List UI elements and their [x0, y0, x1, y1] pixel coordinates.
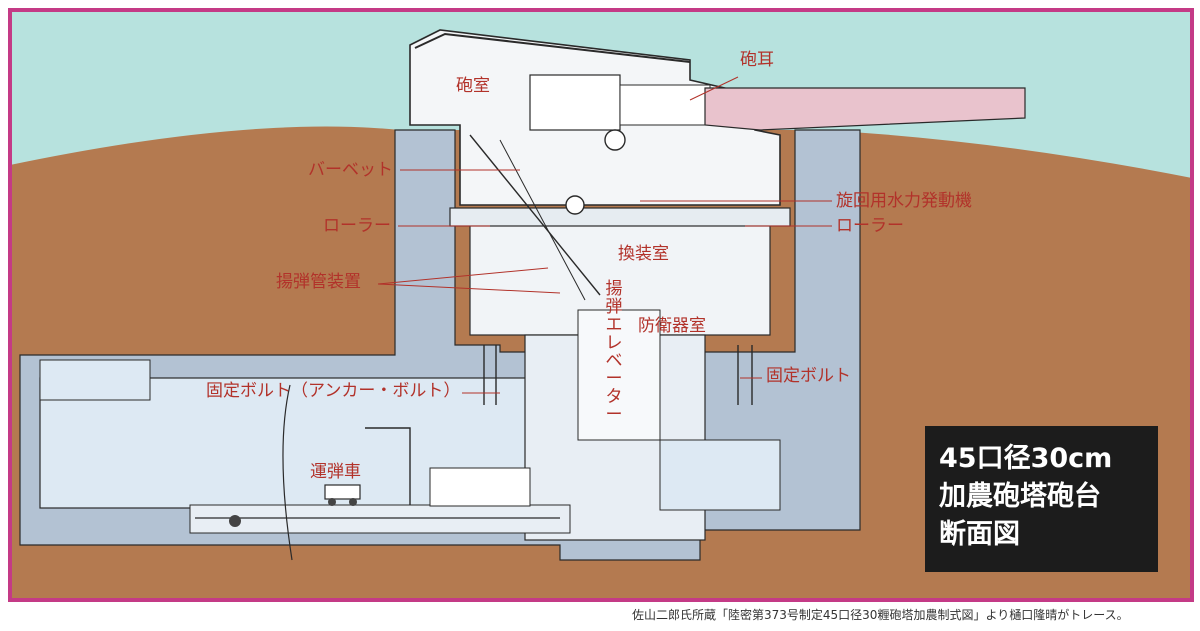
elevator-car: [577, 309, 661, 441]
breech: [529, 74, 621, 131]
turret-roof: [414, 32, 691, 63]
traverse-engine-wheel: [565, 195, 585, 215]
label-ammo-cart: 運弾車: [310, 462, 361, 482]
label-traverse-engine: 旋回用水力発動機: [836, 191, 972, 211]
label-trunnion: 砲耳: [740, 50, 774, 70]
label-loading-room: 換装室: [618, 244, 669, 264]
label-roller-left: ローラー: [323, 216, 391, 236]
rail-wheel: [229, 515, 241, 527]
source-caption: 佐山二郎氏所蔵「陸密第373号制定45口径30糎砲塔加農制式図」より樋口隆晴がト…: [632, 608, 1129, 622]
label-defense-room: 防衛器室: [638, 316, 706, 336]
title-line-1: 45口径30cm: [939, 443, 1113, 474]
trunnion-wheel: [604, 129, 626, 151]
label-gun-room: 砲室: [456, 76, 490, 96]
label-roller-right: ローラー: [836, 216, 904, 236]
roller-ring: [449, 207, 791, 227]
ammo-cart-wheel-1: [328, 498, 336, 506]
ammo-cart-wheel-2: [349, 498, 357, 506]
trench: [189, 504, 571, 534]
right-pit: [659, 439, 781, 511]
title-line-2: 加農砲塔砲台: [939, 481, 1101, 512]
label-hoist-device: 揚弾管装置: [276, 272, 361, 292]
label-barbette: バーベット: [308, 160, 393, 180]
title-box: 45口径30cm 加農砲塔砲台 断面図: [925, 426, 1158, 572]
cable: [282, 384, 293, 561]
leader-lines: [377, 76, 832, 394]
crane: [365, 427, 411, 505]
hoist-chute-1: [469, 134, 601, 296]
tunnel-upper-step: [39, 359, 151, 401]
ammo-cart: [324, 484, 361, 500]
shell-rack: [429, 467, 531, 507]
label-anchor-bolt: 固定ボルト（アンカー・ボルト）: [206, 381, 461, 401]
frame: [8, 8, 1194, 602]
hoist-chute-2: [499, 139, 586, 301]
cradle: [619, 84, 711, 126]
title-line-3: 断面図: [939, 519, 1020, 550]
label-fixed-bolt: 固定ボルト: [766, 366, 851, 386]
gun-barrel: [704, 87, 1026, 131]
label-ammo-elevator: 揚弾エレベーター: [605, 279, 623, 426]
